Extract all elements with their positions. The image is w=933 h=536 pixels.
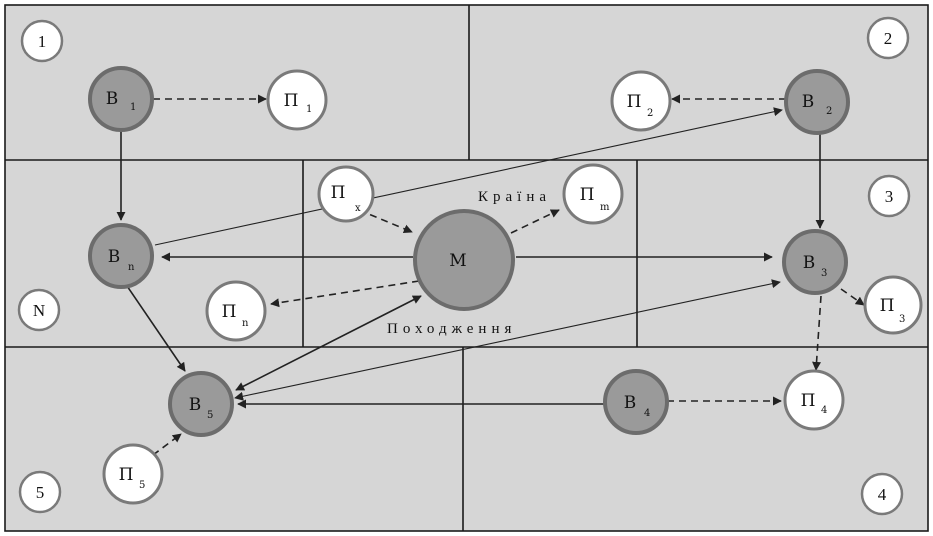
node-b1: В 1	[88, 66, 154, 132]
node-p3-main: П	[880, 296, 895, 316]
zone-n-badge: N	[17, 288, 61, 332]
node-p1-sub: 1	[306, 104, 312, 115]
node-pn-sub: n	[242, 318, 249, 329]
zone-4-badge: 4	[860, 472, 904, 516]
node-b2-sub: 2	[826, 106, 832, 117]
origin-word: Походження	[387, 321, 516, 337]
node-bn-sub: n	[128, 262, 135, 273]
node-p3-sub: 3	[899, 314, 905, 325]
zone-4-label: 4	[878, 485, 887, 504]
zone-n-label: N	[33, 301, 45, 320]
svg-text:В: В	[802, 92, 815, 112]
svg-text:П: П	[627, 92, 642, 112]
node-p5-sub: 5	[139, 480, 145, 491]
zone-2-label: 2	[884, 29, 893, 48]
node-p3: П 3	[863, 275, 923, 335]
node-b5-sub: 5	[207, 410, 213, 421]
edge-b5-b3	[234, 279, 781, 401]
node-px: П x	[317, 165, 375, 223]
center-node-label: М	[449, 251, 466, 271]
svg-text:П: П	[880, 296, 895, 316]
zone-3-label: 3	[885, 187, 894, 206]
svg-text:В: В	[108, 247, 121, 267]
center-node-m: М	[413, 209, 515, 311]
node-b5-main: В	[189, 395, 202, 415]
zone-3-badge: 3	[867, 174, 911, 218]
zone-5-badge: 5	[18, 470, 62, 514]
node-p2: П 2	[610, 70, 672, 132]
node-p5-main: П	[119, 465, 134, 485]
node-px-main: П	[331, 183, 346, 203]
zone-1-label: 1	[38, 32, 47, 51]
country-word: Країна	[478, 189, 551, 205]
node-p4: П 4	[783, 369, 845, 431]
node-p5: П 5	[102, 443, 164, 505]
node-b3-sub: 3	[821, 268, 827, 279]
node-b3-main: В	[803, 253, 816, 273]
edge-m-pn	[270, 280, 420, 308]
node-bn-main: В	[108, 247, 121, 267]
node-pn: П n	[205, 280, 267, 342]
svg-text:В: В	[189, 395, 202, 415]
node-b4: В 4	[603, 369, 669, 435]
node-b4-main: В	[624, 393, 637, 413]
node-p2-sub: 2	[647, 108, 653, 119]
node-pm: П m	[562, 163, 624, 225]
svg-text:П: П	[119, 465, 134, 485]
zone-5-label: 5	[36, 483, 45, 502]
node-bn: В n	[88, 223, 154, 289]
node-b5: В 5	[168, 371, 234, 437]
edge-bn-b2	[154, 107, 783, 246]
zone-1-badge: 1	[20, 19, 64, 63]
node-p4-main: П	[801, 391, 816, 411]
node-b1-main: В	[106, 89, 119, 109]
svg-text:П: П	[801, 391, 816, 411]
edge-m-pm	[510, 209, 560, 234]
node-pm-sub: m	[600, 202, 610, 213]
edge-px-m	[358, 209, 413, 234]
node-pn-main: П	[222, 302, 237, 322]
svg-text:П: П	[284, 91, 299, 111]
edge-b3-p4	[812, 295, 822, 371]
svg-text:П: П	[580, 185, 595, 205]
node-b2: В 2	[784, 69, 850, 135]
node-p1: П 1	[266, 69, 328, 131]
node-px-sub: x	[355, 203, 361, 214]
zone-2-badge: 2	[866, 16, 910, 60]
edge-bn-b5	[126, 285, 186, 372]
node-b3: В 3	[782, 229, 848, 295]
svg-text:В: В	[624, 393, 637, 413]
node-b1-sub: 1	[130, 102, 136, 113]
svg-text:П: П	[222, 302, 237, 322]
node-p1-main: П	[284, 91, 299, 111]
node-pm-main: П	[580, 185, 595, 205]
svg-text:В: В	[106, 89, 119, 109]
node-p4-sub: 4	[821, 405, 827, 416]
svg-text:В: В	[803, 253, 816, 273]
edge-p5-b5	[152, 433, 182, 456]
svg-text:П: П	[331, 183, 346, 203]
node-b4-sub: 4	[644, 408, 650, 419]
node-b2-main: В	[802, 92, 815, 112]
node-p2-main: П	[627, 92, 642, 112]
edge-b3-p3	[840, 288, 865, 306]
